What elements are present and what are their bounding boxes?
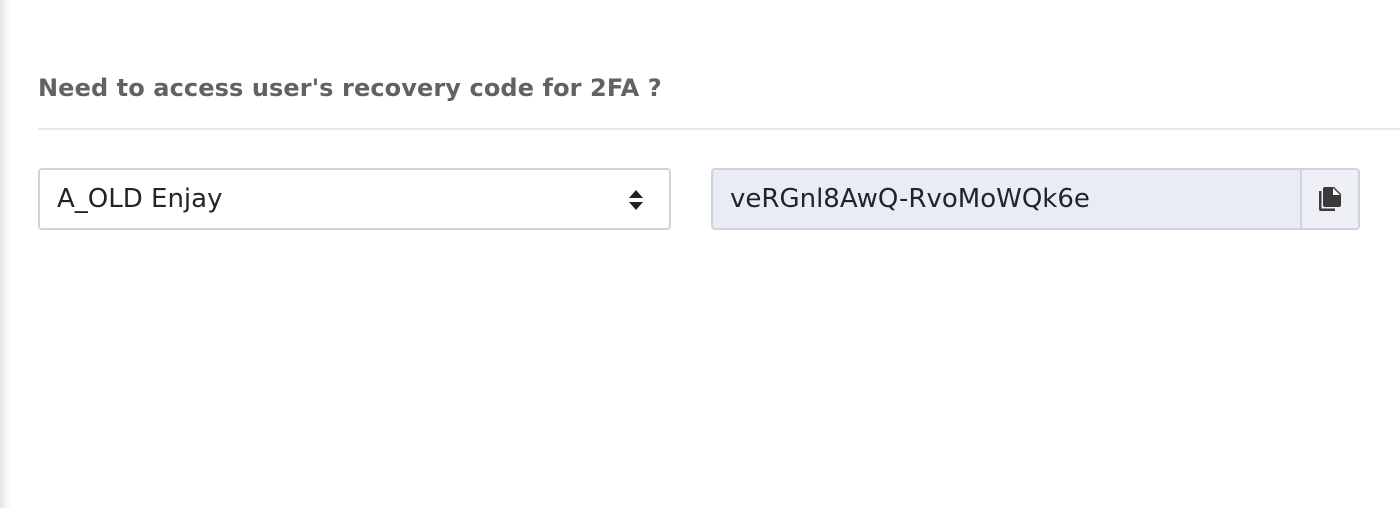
recovery-code-field[interactable] [713, 170, 1302, 228]
user-select-value: A_OLD Enjay [57, 184, 223, 214]
left-panel-shadow [0, 0, 12, 508]
sort-arrows-icon [629, 190, 643, 210]
section-divider [38, 128, 1400, 130]
copy-icon [1319, 187, 1341, 211]
section-title: Need to access user's recovery code for … [38, 74, 662, 102]
copy-code-button[interactable] [1300, 170, 1358, 228]
user-select[interactable]: A_OLD Enjay [38, 168, 671, 230]
recovery-code-group [711, 168, 1360, 230]
